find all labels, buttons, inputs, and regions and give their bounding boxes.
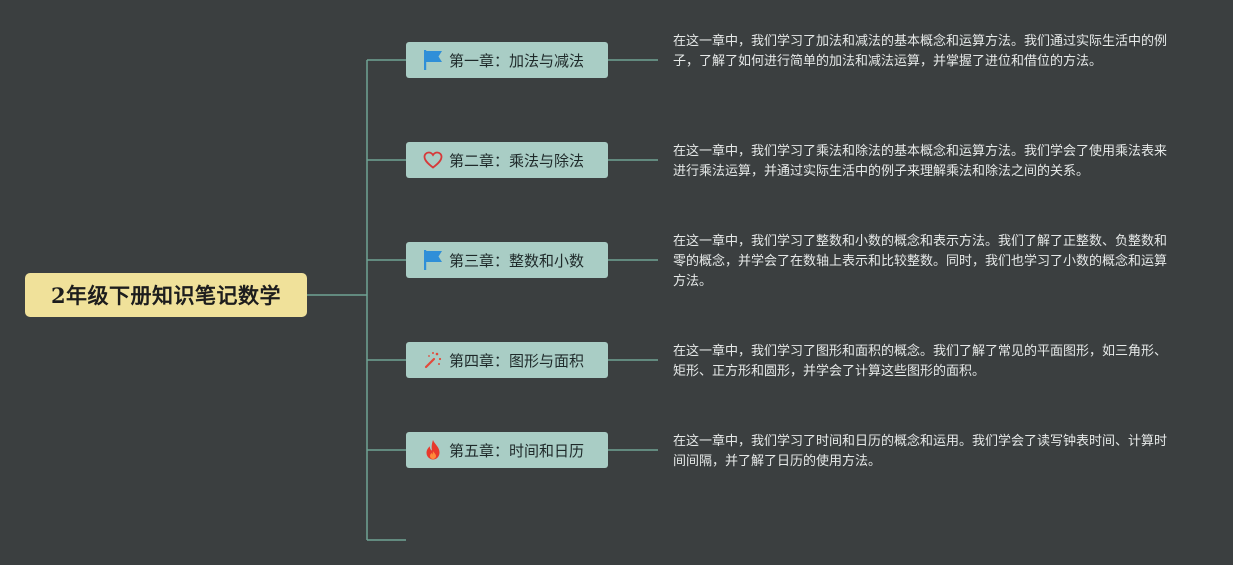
- chapter-topic-1[interactable]: 第一章：加法与减法: [406, 42, 608, 78]
- chapter-description-4: 在这一章中，我们学习了图形和面积的概念。我们了解了常见的平面图形，如三角形、矩形…: [673, 344, 1168, 379]
- chapter-title-1: 第一章：加法与减法: [449, 51, 585, 70]
- chapter-title-3: 第三章：整数和小数: [449, 251, 585, 270]
- root-topic[interactable]: 2年级下册知识笔记数学: [25, 273, 307, 317]
- chapter-topic-4[interactable]: 第四章：图形与面积: [406, 342, 608, 378]
- chapter-title-2: 第二章：乘法与除法: [449, 151, 585, 170]
- chapter-description-2: 在这一章中，我们学习了乘法和除法的基本概念和运算方法。我们学会了使用乘法表来进行…: [673, 144, 1168, 179]
- chapter-topic-5[interactable]: 第五章：时间和日历: [406, 432, 608, 468]
- chapter-description-5: 在这一章中，我们学习了时间和日历的概念和运用。我们学会了读写钟表时间、计算时间间…: [673, 434, 1168, 469]
- fire-icon: [422, 439, 444, 461]
- red-heart-icon: [422, 149, 444, 171]
- chapter-topic-2[interactable]: 第二章：乘法与除法: [406, 142, 608, 178]
- chapter-description-1: 在这一章中，我们学习了加法和减法的基本概念和运算方法。我们通过实际生活中的例子，…: [673, 34, 1168, 69]
- chapter-title-4: 第四章：图形与面积: [449, 351, 585, 370]
- chapter-title-5: 第五章：时间和日历: [449, 441, 585, 460]
- root-topic-title: 2年级下册知识笔记数学: [50, 283, 282, 308]
- chapter-description-3: 在这一章中，我们学习了整数和小数的概念和表示方法。我们了解了正整数、负整数和零的…: [673, 234, 1168, 289]
- chapter-topic-3[interactable]: 第三章：整数和小数: [406, 242, 608, 278]
- magic-wand-icon: [422, 349, 444, 371]
- blue-flag-icon: [422, 249, 444, 271]
- blue-flag-icon: [422, 49, 444, 71]
